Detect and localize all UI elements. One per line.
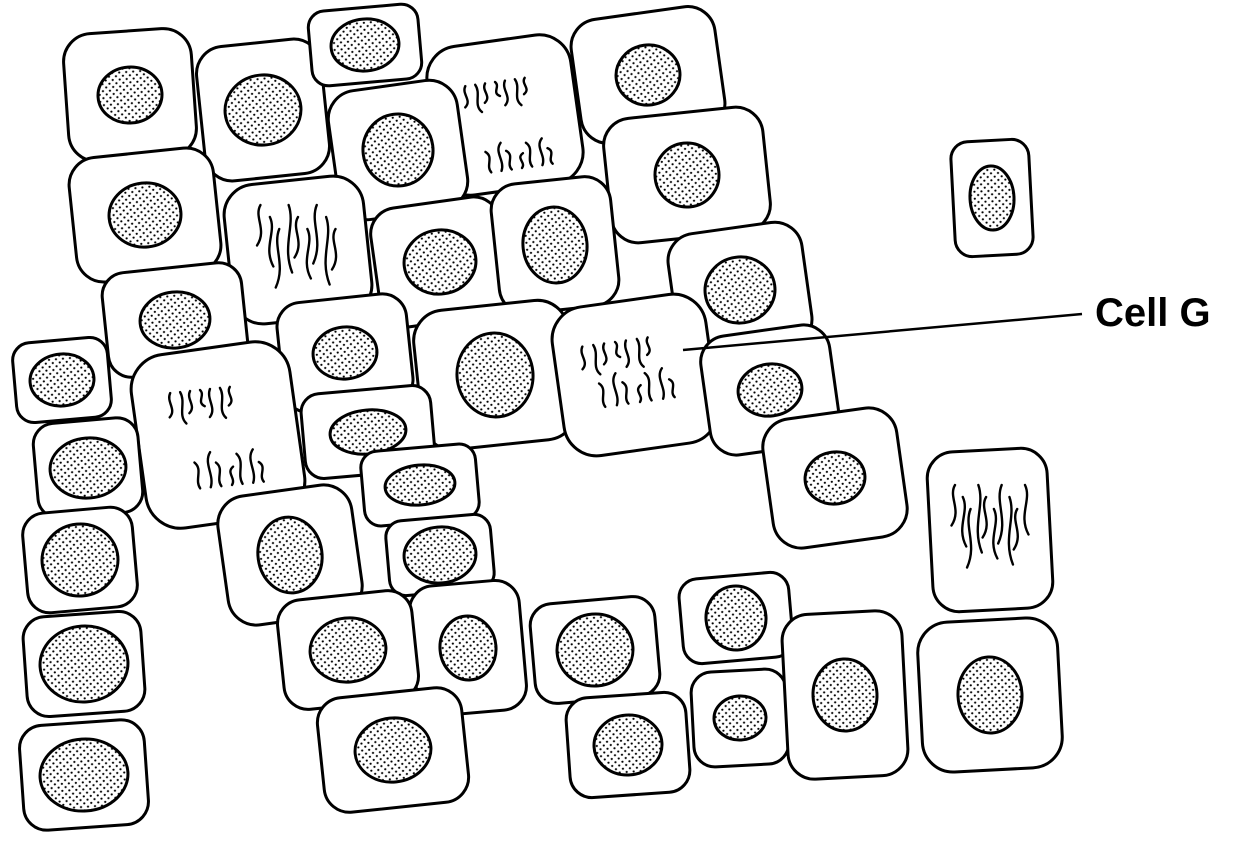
cell — [565, 691, 692, 799]
cell-membrane — [548, 290, 722, 460]
cell — [411, 297, 580, 452]
cell — [678, 571, 795, 665]
cell — [926, 447, 1054, 613]
cell — [18, 718, 150, 831]
cell — [62, 27, 199, 164]
cell — [781, 609, 909, 780]
cell — [548, 290, 722, 460]
nucleus — [713, 695, 767, 742]
cell — [690, 668, 790, 768]
cell — [11, 336, 113, 424]
cell — [22, 610, 147, 718]
cell — [21, 505, 139, 614]
cell — [307, 3, 423, 87]
cell-g-label: Cell G — [1095, 291, 1211, 335]
cell — [950, 139, 1034, 258]
cell — [32, 416, 145, 520]
cell-membrane — [926, 447, 1054, 613]
cell — [759, 404, 911, 552]
cell — [916, 616, 1064, 773]
cell — [489, 174, 622, 316]
cell — [528, 595, 661, 706]
cell — [315, 685, 471, 815]
